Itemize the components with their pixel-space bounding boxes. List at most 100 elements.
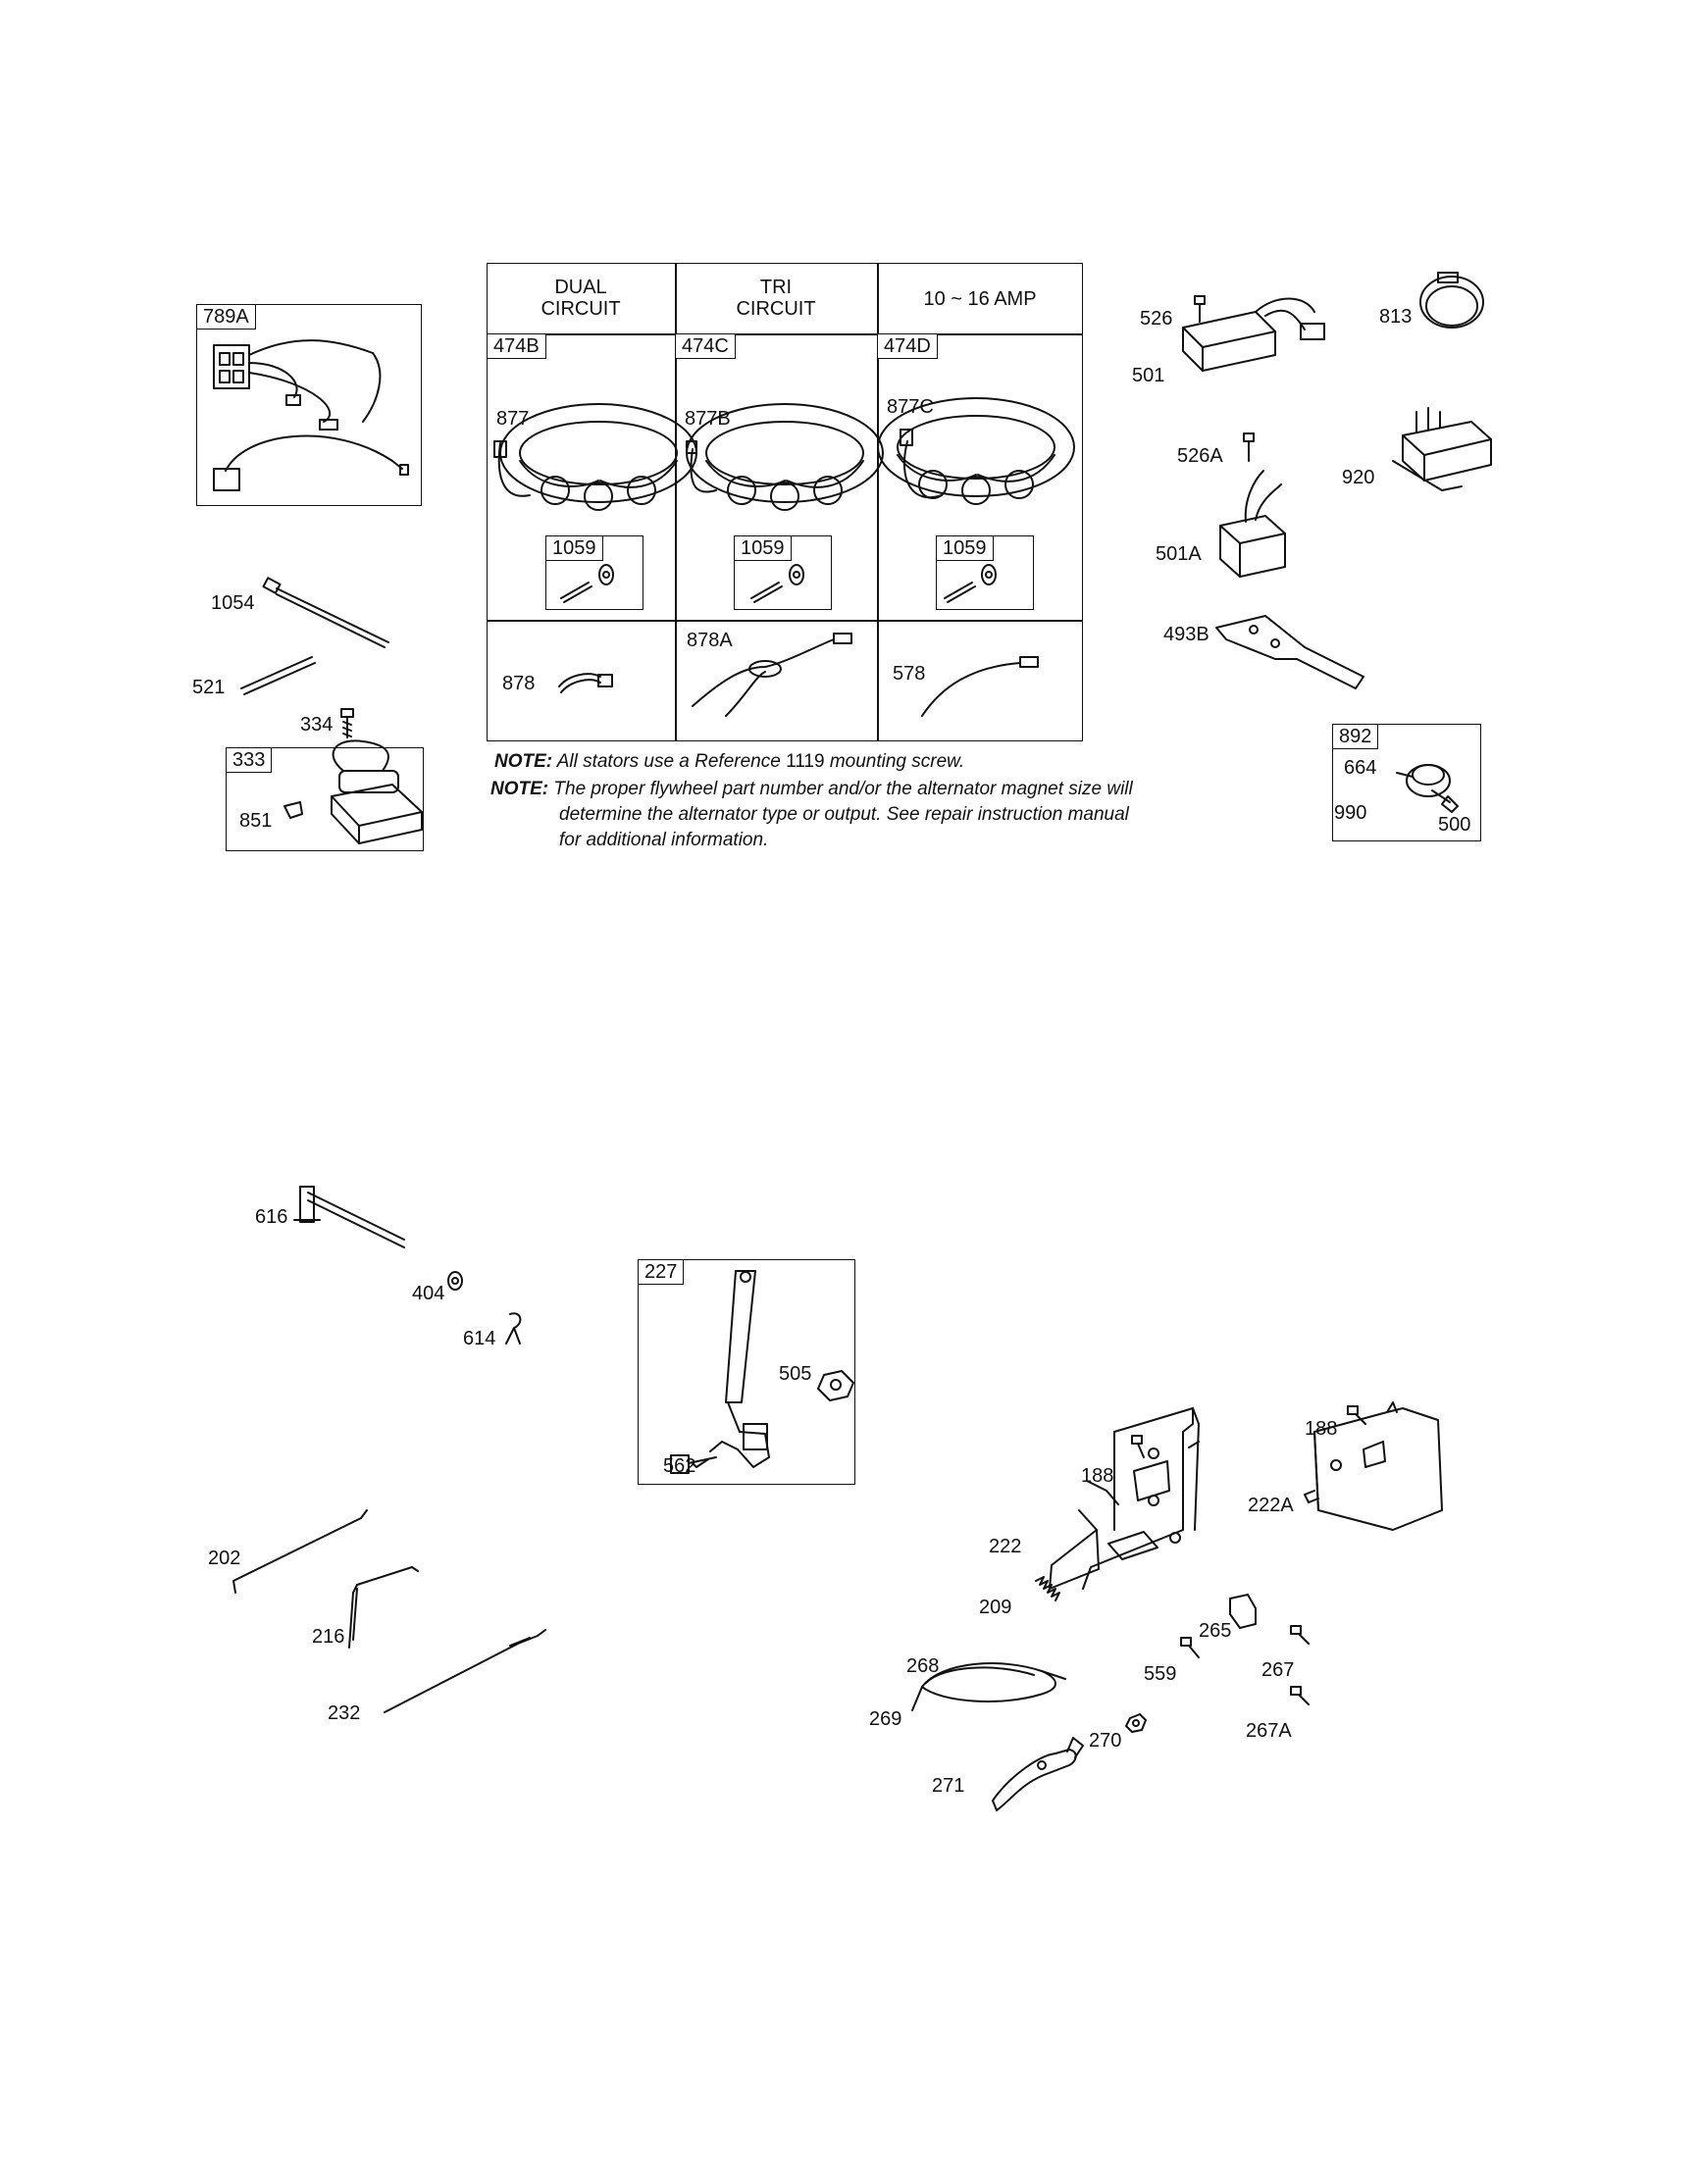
label-493b: 493B [1163,624,1209,645]
label-877c: 877C [887,396,934,418]
screw-tag-1059: 1059 [936,535,994,561]
lever-271-drawing [992,1737,1084,1811]
governor-shaft-drawing [293,1186,522,1345]
tube-drawing [240,656,316,695]
label-267a: 267A [1246,1720,1292,1742]
screw-334-drawing [340,708,354,738]
harness-box [196,304,422,506]
header-line: 10 ~ 16 AMP [923,288,1037,310]
header-line: TRI [759,277,793,298]
ignition-coil-drawing [283,739,423,844]
label-232: 232 [328,1702,361,1724]
governor-links-drawing [232,1509,546,1713]
label-562: 562 [663,1455,696,1477]
label-813: 813 [1379,306,1413,328]
bracket-493b-drawing [1215,615,1364,689]
header-line: CIRCUIT [736,298,816,320]
cable-drawing [911,1662,1066,1711]
rectifier-501-drawing [1182,295,1325,372]
header-amp-range: 10 ~ 16 AMP [877,288,1083,310]
label-188-right: 188 [1305,1418,1338,1440]
small-hardware-drawings [1125,1594,1310,1733]
harness-tag-789a: 789A [196,304,256,330]
key-switch-drawing [1396,764,1459,813]
control-lever-drawing [670,1270,854,1474]
hose-clamp-drawing [1419,272,1484,329]
table-col-divider-1 [675,263,677,741]
label-202: 202 [208,1548,241,1569]
label-265: 265 [1199,1620,1232,1642]
bracket-222a-drawing [1304,1401,1443,1531]
label-209: 209 [979,1597,1012,1618]
label-267: 267 [1261,1659,1295,1681]
note-text: The proper flywheel part number and/or t… [553,779,1133,799]
table-row-divider-2 [487,620,1083,622]
label-878a: 878A [687,630,733,651]
label-270: 270 [1089,1730,1122,1752]
label-877: 877 [496,408,530,430]
screw-tag-1059: 1059 [734,535,792,561]
label-664: 664 [1344,757,1377,779]
wiring-harness-drawing [213,339,409,491]
lever-tag-227: 227 [638,1259,685,1285]
label-268: 268 [906,1655,940,1677]
label-271: 271 [932,1775,965,1797]
switch-tag-892: 892 [1332,724,1379,749]
note-1: NOTE: All stators use a Reference 1119 m… [494,749,964,775]
label-578: 578 [893,663,926,685]
control-lever-box [638,1259,855,1485]
coil-tag-333: 333 [226,747,273,773]
screw-tag-1059: 1059 [545,535,603,561]
key-switch-box [1332,724,1481,841]
note-text: All stators use a Reference [556,751,781,772]
regulator-501a-drawing [1219,432,1286,578]
stator-tag-474d: 474D [877,333,938,359]
note-prefix: NOTE: [494,751,553,772]
label-216: 216 [312,1626,345,1648]
label-616: 616 [255,1206,288,1228]
header-tri-circuit: TRI CIRCUIT [675,277,877,320]
label-501a: 501A [1156,543,1202,565]
label-334: 334 [300,714,334,736]
screw-washer-1059-drawings [560,564,997,603]
table-row-divider-1 [487,333,1083,335]
header-line: DUAL [554,277,607,298]
label-614: 614 [463,1328,496,1349]
label-877b: 877B [685,408,731,430]
stator-tag-474c: 474C [675,333,736,359]
header-line: CIRCUIT [540,298,621,320]
bracket-222-drawing [1049,1407,1200,1590]
label-920: 920 [1342,467,1375,488]
label-269: 269 [869,1708,902,1730]
stator-474c-drawing [686,403,884,511]
label-188-left: 188 [1081,1465,1114,1487]
label-526a: 526A [1177,445,1223,467]
table-col-divider-2 [877,263,879,741]
lead-878-drawing [558,673,613,693]
label-500: 500 [1438,814,1471,836]
note-line-3: for additional information. [559,830,769,850]
note-2: NOTE: The proper flywheel part number an… [490,777,1133,853]
label-851: 851 [239,810,273,832]
label-501: 501 [1132,365,1165,386]
solenoid-drawing [1392,407,1492,491]
stator-table [487,263,1083,741]
label-878: 878 [502,673,536,694]
label-526: 526 [1140,308,1173,330]
header-dual-circuit: DUAL CIRCUIT [487,277,675,320]
lead-878a-drawing [692,633,852,717]
note-line-2: determine the alternator type or output.… [559,804,1129,825]
label-990: 990 [1334,802,1367,824]
label-404: 404 [412,1283,445,1304]
label-1054: 1054 [211,592,255,614]
label-222: 222 [989,1536,1022,1557]
cable-tie-drawing [262,577,389,648]
stator-474b-drawing [493,403,697,511]
spring-drawing [1035,1576,1060,1601]
label-521: 521 [192,677,226,698]
label-505: 505 [779,1363,812,1385]
lead-578-drawing [921,656,1039,717]
note-ref: 1119 [786,751,825,772]
note-prefix: NOTE: [490,779,549,799]
note-tail: mounting screw. [829,751,965,772]
